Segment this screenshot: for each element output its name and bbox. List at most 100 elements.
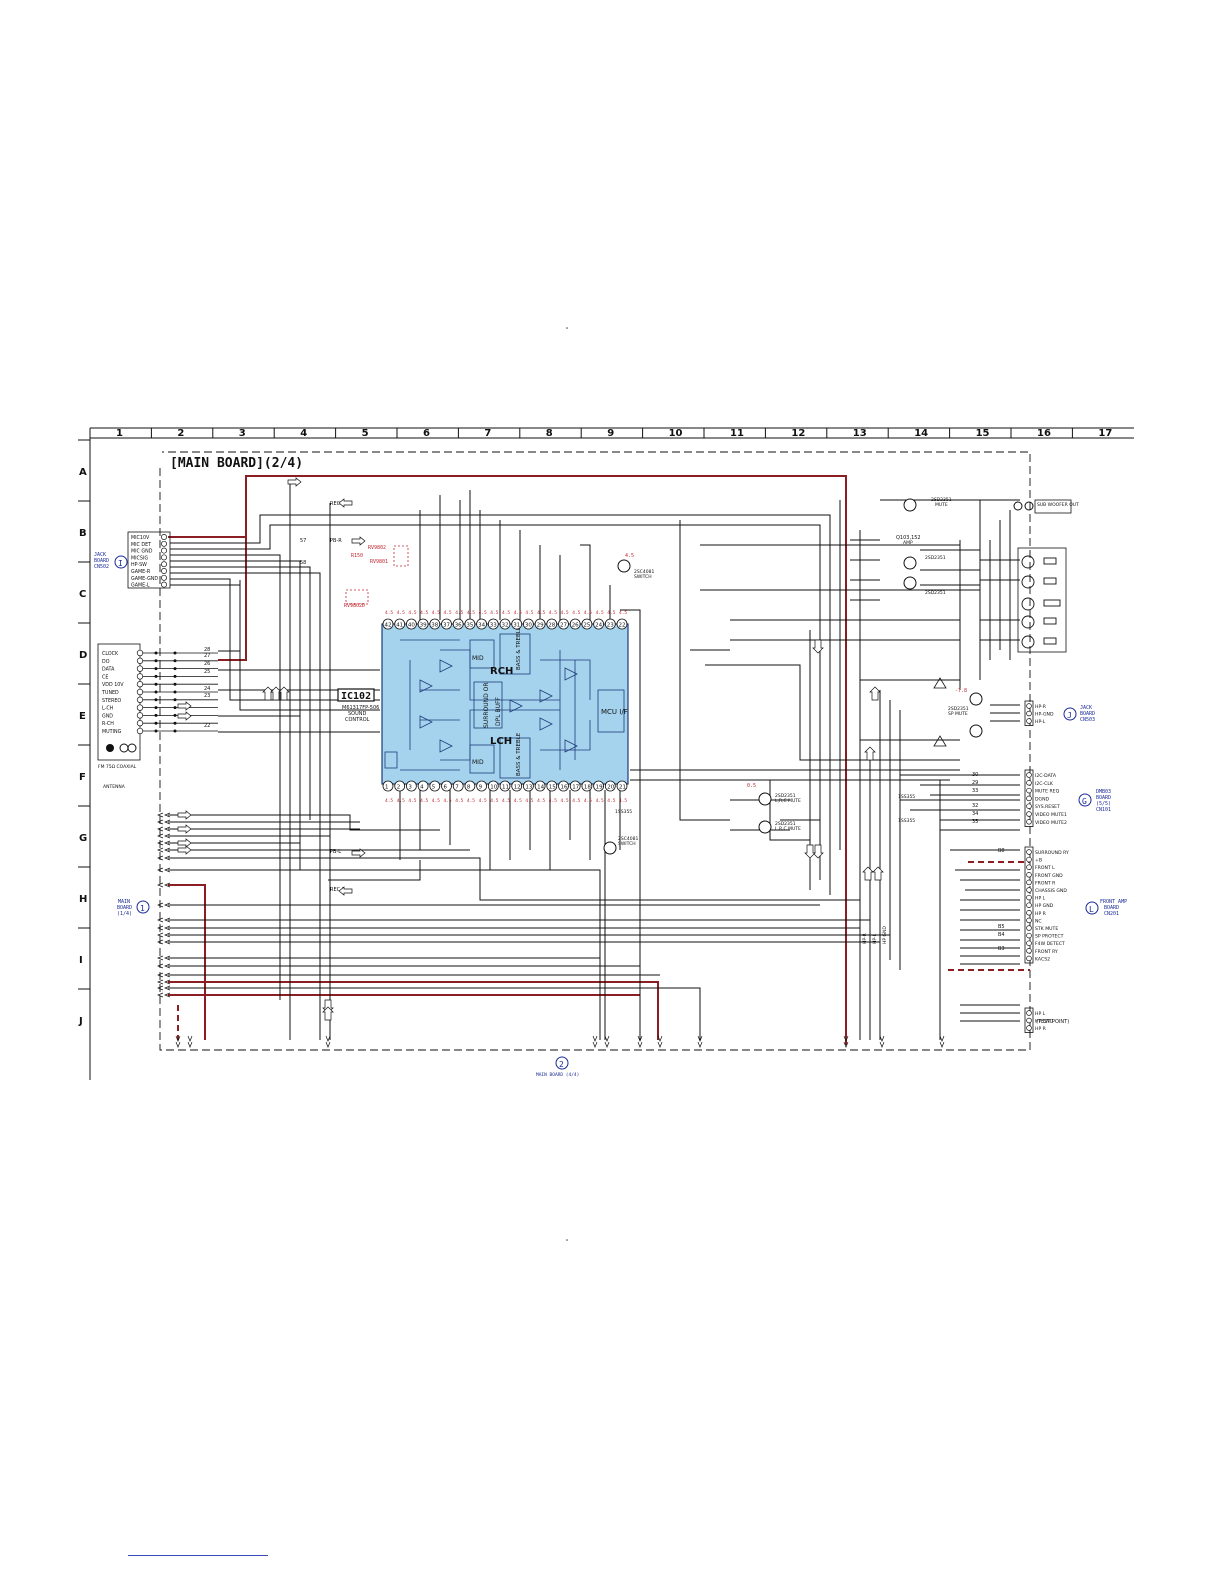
page-dot <box>566 327 568 329</box>
ic-pin <box>511 780 523 792</box>
ic-pin-number: 11 <box>502 785 509 791</box>
grid-frame <box>89 427 1134 1080</box>
tuner-pin: VDD 10V <box>102 682 124 688</box>
q1-func: SWITCH <box>634 574 652 580</box>
ic-pin <box>558 618 569 630</box>
dmbd-marker <box>1078 793 1092 807</box>
front-amp-pin: CHASSIS GND <box>1035 888 1067 894</box>
jack-left-pin: HP-SW <box>131 562 147 568</box>
ic-pin-voltage: 4.5 <box>525 610 533 616</box>
jack-left-pin: MIC DET <box>131 542 151 548</box>
front-amp-pin: +B <box>1035 858 1042 864</box>
ic-pin-number: 28 <box>548 623 555 629</box>
ic-pin <box>546 780 558 792</box>
famp-wire-number: B4 <box>998 932 1005 938</box>
dmbd-wire-number: 29 <box>972 780 978 786</box>
tuner-wire-number: 25 <box>204 669 210 675</box>
ic-pin <box>499 618 511 630</box>
ic-mcu-label: MCU I/F <box>601 708 628 716</box>
front-amp-pin: FRONT R <box>1035 880 1056 886</box>
fm-coax-icon <box>106 744 114 752</box>
sw-q-func: MUTE <box>935 502 948 508</box>
net-hp-l: HP-L <box>872 933 878 944</box>
column-number: 8 <box>546 428 553 439</box>
fm-coax-icon <box>127 743 137 753</box>
red-rv9802d: RV9802D <box>344 603 365 609</box>
red-dashed-part <box>345 589 369 605</box>
tuner-wire-number: 24 <box>204 686 210 692</box>
ic102-func1: SOUND <box>348 711 367 717</box>
ic-pin-voltage: 4.5 <box>385 610 393 616</box>
row-letter: G <box>79 833 87 844</box>
ic-pin-voltage: 4.5 <box>490 610 498 616</box>
ic-pin <box>382 780 394 792</box>
ic-pin-number: 27 <box>560 623 567 629</box>
red-dashed-wires <box>177 861 1030 1040</box>
ic-pin <box>417 618 429 630</box>
column-number: 6 <box>423 428 430 439</box>
column-number: 12 <box>791 428 805 439</box>
ic-pin-number: 22 <box>619 623 626 629</box>
q4-func: SP MUTE <box>948 711 968 717</box>
sub-woofer-jack-icon <box>1024 501 1034 511</box>
main-board-outline <box>159 451 1031 1051</box>
ic-pin-number: 12 <box>514 785 521 791</box>
q1-part: 2SC4081 <box>634 569 654 575</box>
dmbd-wire-number: 35 <box>972 819 978 825</box>
ic-pin-number: 10 <box>490 785 497 791</box>
ic-pin-number: 25 <box>583 623 590 629</box>
warning-icon <box>933 677 947 747</box>
ic-pin-voltage: 4.5 <box>444 798 452 804</box>
column-number: 15 <box>976 428 990 439</box>
ic-pin-number: 7 <box>455 785 459 791</box>
front-amp-pin: FRONT GND <box>1035 873 1063 879</box>
mb1-label-2: BOARD <box>117 905 132 911</box>
sub-woofer-label: SUB WOOFER OUT <box>1037 502 1079 508</box>
jack-left-pin: GAME-GND <box>131 576 158 582</box>
front-amp-pin: HP R <box>1035 911 1047 917</box>
tuner-wire-number: 28 <box>204 647 210 653</box>
dmbd-label-4: CN101 <box>1096 807 1111 813</box>
ic-pin <box>405 780 417 792</box>
q3b-part: 2SD2351 <box>775 821 796 827</box>
tuner-pin: TUNED <box>101 690 119 696</box>
jack-right-label-3: CN503 <box>1080 717 1095 723</box>
ic-pin-number: 15 <box>549 785 556 791</box>
ic-pin-voltage: 4.5 <box>584 610 592 616</box>
front-amp-pin: FRONT RY <box>1035 949 1058 955</box>
tuner-pin: MUTING <box>102 729 122 735</box>
test-point-pin: HP R <box>1035 1026 1047 1032</box>
net-hp-r: HP-R <box>862 933 868 944</box>
row-letter: I <box>79 955 83 966</box>
column-number: 3 <box>239 428 246 439</box>
ic-pin-voltage: 4.5 <box>432 610 440 616</box>
ic-pin-number: 36 <box>455 623 462 629</box>
d1-label: 1SS355 <box>615 809 632 815</box>
ic-pin <box>499 780 511 792</box>
ic-pin <box>476 780 488 792</box>
net-pb-l: PB-L <box>330 849 341 855</box>
column-number: 17 <box>1098 428 1112 439</box>
mb4-marker <box>555 1056 569 1070</box>
q3-part: 2SD2351 <box>775 793 796 799</box>
ic-pin-voltage: 4.5 <box>619 610 627 616</box>
dmbd-label-2: BOARD <box>1096 795 1111 801</box>
q1b-part: 2SC4081 <box>618 836 638 842</box>
red-rv9801: RV9801 <box>370 559 388 565</box>
ic-pin-number: 2 <box>397 785 401 791</box>
fm-coax-icon <box>119 743 129 753</box>
q3-func: L,R,C MUTE <box>775 798 801 804</box>
ic-pin-voltage: 4.5 <box>397 610 405 616</box>
ic-pin-voltage: 4.5 <box>619 798 627 804</box>
jack-left-pin: GAME-L <box>131 583 150 589</box>
board-title: [MAIN BOARD](2/4) <box>170 456 303 471</box>
ic-pin-voltage: 4.5 <box>385 798 393 804</box>
jack-left-label-3: CN502 <box>94 564 109 570</box>
ic-pin-number: 39 <box>420 623 427 629</box>
